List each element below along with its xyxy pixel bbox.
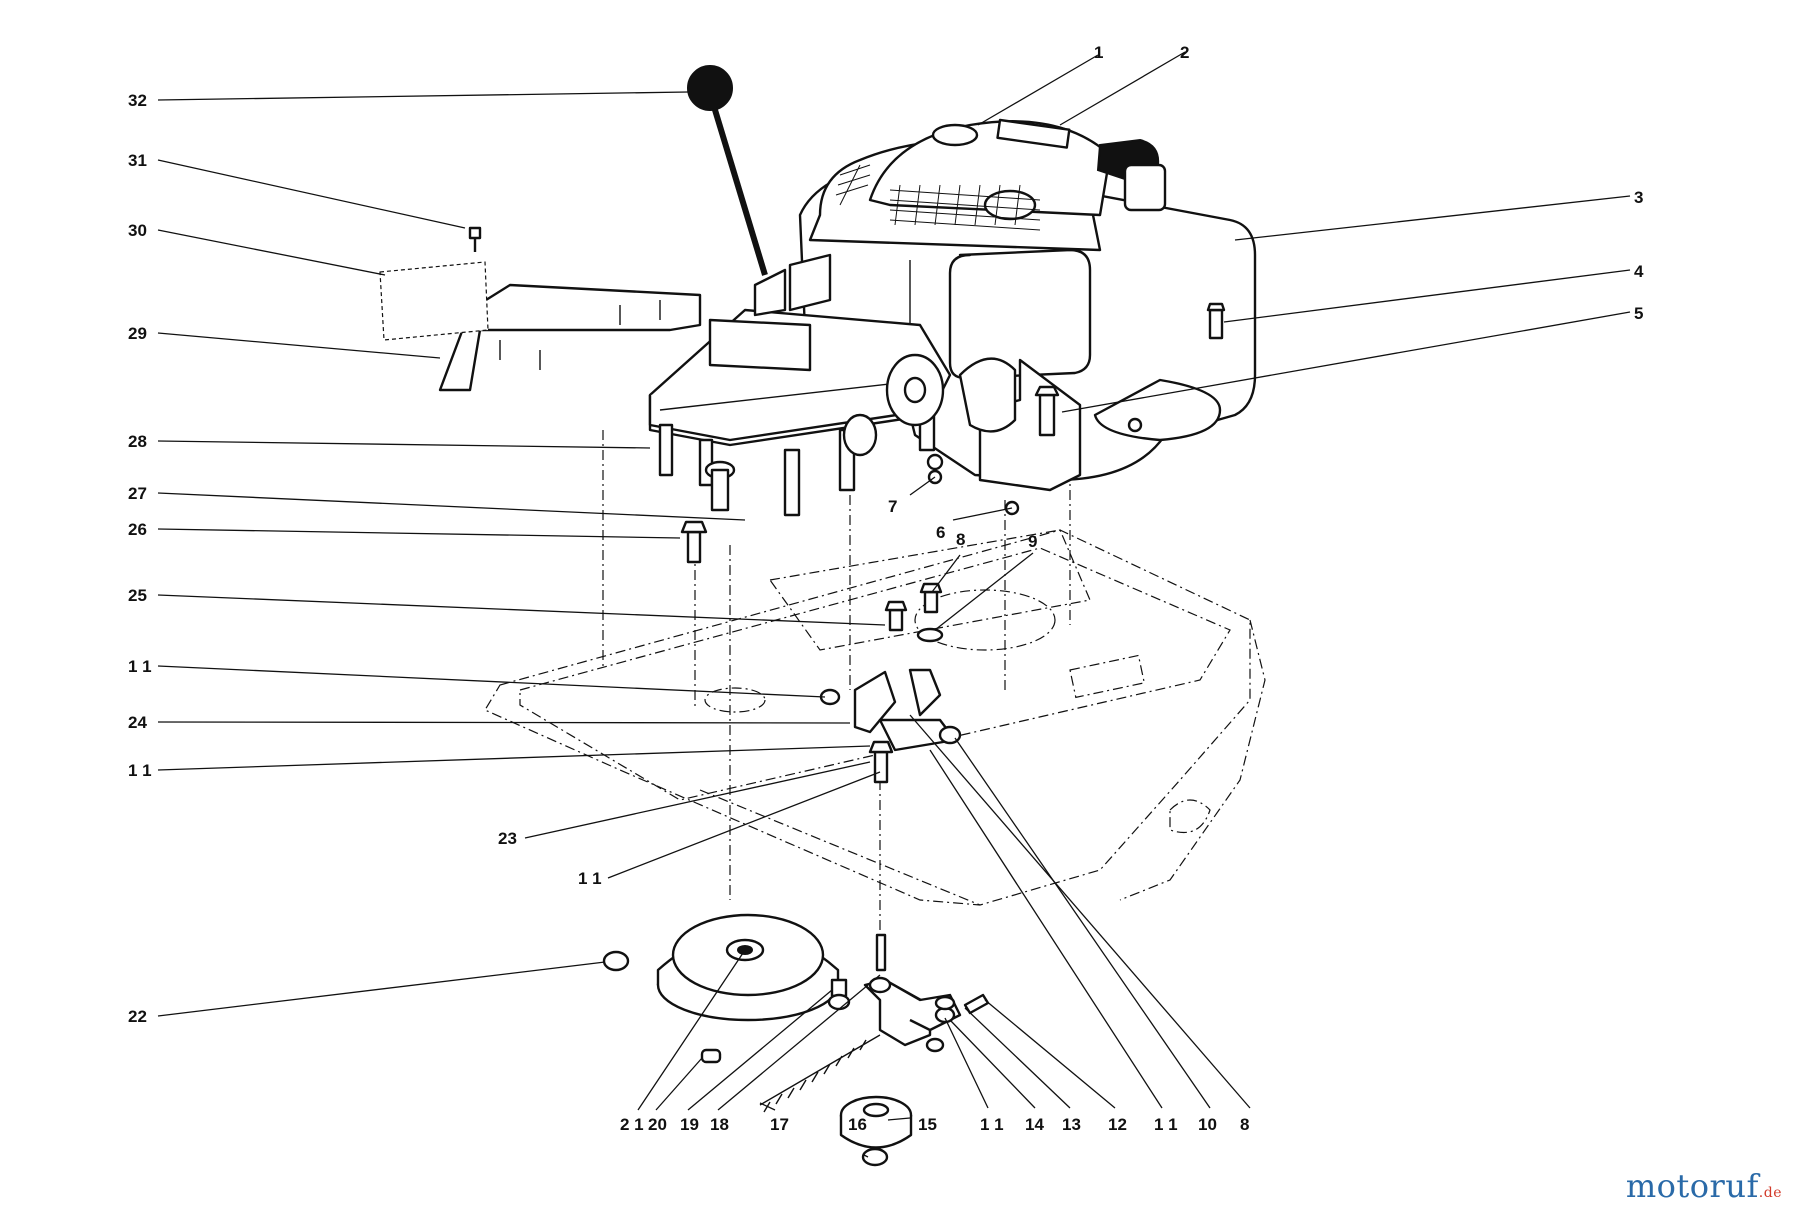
callout-26: 26 (128, 520, 147, 539)
gearbox (648, 65, 1017, 517)
callout-2: 2 (1180, 43, 1189, 62)
watermark-brand: motoruf (1625, 1167, 1759, 1205)
alignment-lines (602, 430, 1071, 930)
hardware (680, 469, 1020, 784)
callout-20: 20 (648, 1115, 667, 1134)
cooling-grille (835, 164, 1041, 231)
callout-12: 12 (1108, 1115, 1127, 1134)
callout-11-bottom-left: 1 1 (980, 1115, 1004, 1134)
callout-17: 17 (770, 1115, 789, 1134)
callout-18: 18 (710, 1115, 729, 1134)
callout-11-bottom-right: 1 1 (1154, 1115, 1178, 1134)
callout-3: 3 (1634, 188, 1643, 207)
callout-16: 16 (848, 1115, 867, 1134)
callout-11-middle: 1 1 (128, 761, 152, 780)
callout-labels: 32 31 30 29 28 27 26 25 1 1 24 1 1 23 1 … (128, 43, 1644, 1134)
callout-21: 2 1 (620, 1115, 644, 1134)
callout-15: 15 (918, 1115, 937, 1134)
callout-29: 29 (128, 324, 147, 343)
belt-shield (379, 226, 702, 392)
callout-1: 1 (1094, 43, 1103, 62)
callout-5: 5 (1634, 304, 1643, 323)
callout-32: 32 (128, 91, 147, 110)
callout-6: 6 (936, 523, 945, 542)
callout-11-lower: 1 1 (578, 869, 602, 888)
callout-8-lower: 8 (1240, 1115, 1249, 1134)
callout-27: 27 (128, 484, 147, 503)
callout-22: 22 (128, 1007, 147, 1026)
callout-13: 13 (1062, 1115, 1081, 1134)
callout-31: 31 (128, 151, 147, 170)
drive-pulley (602, 913, 851, 1064)
callout-4: 4 (1634, 262, 1644, 281)
callout-7: 7 (888, 497, 897, 516)
callout-9: 9 (1028, 532, 1037, 551)
housing-deck (484, 529, 1266, 906)
callout-23: 23 (498, 829, 517, 848)
watermark-suffix: .de (1758, 1185, 1782, 1201)
callout-14: 14 (1025, 1115, 1044, 1134)
callout-28: 28 (128, 432, 147, 451)
callout-8-upper: 8 (956, 530, 965, 549)
idler-bracket (759, 933, 990, 1167)
callout-11-upper: 1 1 (128, 657, 152, 676)
callout-10: 10 (1198, 1115, 1217, 1134)
callout-30: 30 (128, 221, 147, 240)
brand-watermark: motoruf.de (1626, 1167, 1782, 1205)
callout-25: 25 (128, 586, 147, 605)
callout-24: 24 (128, 713, 147, 732)
leader-lines (157, 51, 1631, 1158)
callout-19: 19 (680, 1115, 699, 1134)
shift-lever (687, 65, 768, 276)
